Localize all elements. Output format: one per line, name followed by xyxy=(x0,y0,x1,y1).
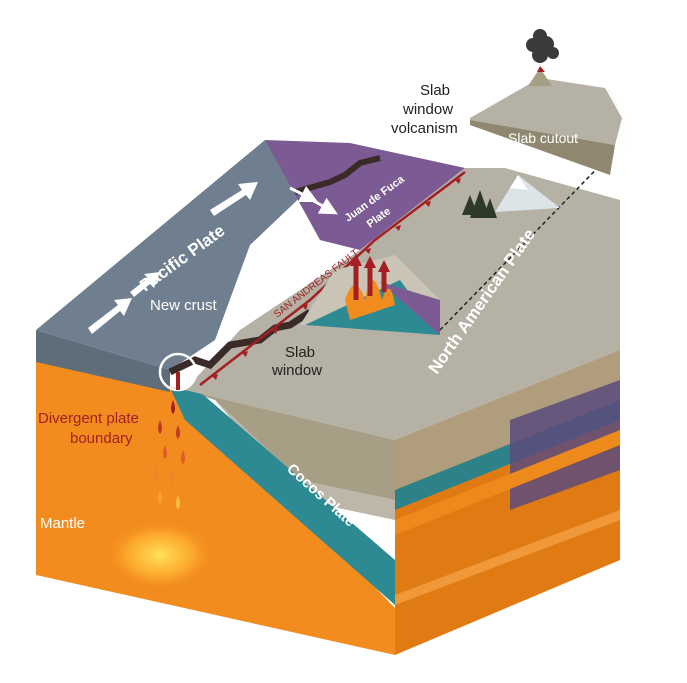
divergent-boundary-label-1: Divergent plate xyxy=(38,410,139,427)
divergent-boundary-label-2: boundary xyxy=(70,430,133,447)
slab-window-volcanism-label-1: Slab xyxy=(420,82,450,99)
spreading-ridge xyxy=(168,155,381,376)
plate-motion-arrows xyxy=(88,182,338,334)
slab-cutout-label: Slab cutout xyxy=(508,130,578,146)
slab-window-label-2: window xyxy=(271,362,322,379)
divergent-boundary-marker xyxy=(158,352,198,392)
pacific-arrow-3 xyxy=(130,272,160,297)
mantle-label: Mantle xyxy=(40,515,85,532)
magma-droplets xyxy=(153,400,185,509)
pacific-arrow-2 xyxy=(210,182,258,216)
slab-cutout-block xyxy=(470,78,625,175)
slab-window-volcanism-label-2: window xyxy=(402,101,453,118)
volcano-icon xyxy=(526,29,559,86)
juan-de-fuca-surface xyxy=(265,140,465,250)
cocos-slab-front xyxy=(170,388,395,605)
mountain-icon xyxy=(495,175,560,212)
pacific-front-edge xyxy=(36,330,170,392)
magma-rise-arrows xyxy=(350,254,390,300)
tree-icons xyxy=(462,190,497,218)
pacific-arrow-1 xyxy=(88,298,132,334)
slab-window-label-1: Slab xyxy=(285,344,315,361)
mantle-front-face xyxy=(36,360,395,655)
slab-window-volcanism-label-3: volcanism xyxy=(391,120,458,137)
new-crust-label: New crust xyxy=(150,297,218,314)
block-right-side xyxy=(395,350,620,655)
